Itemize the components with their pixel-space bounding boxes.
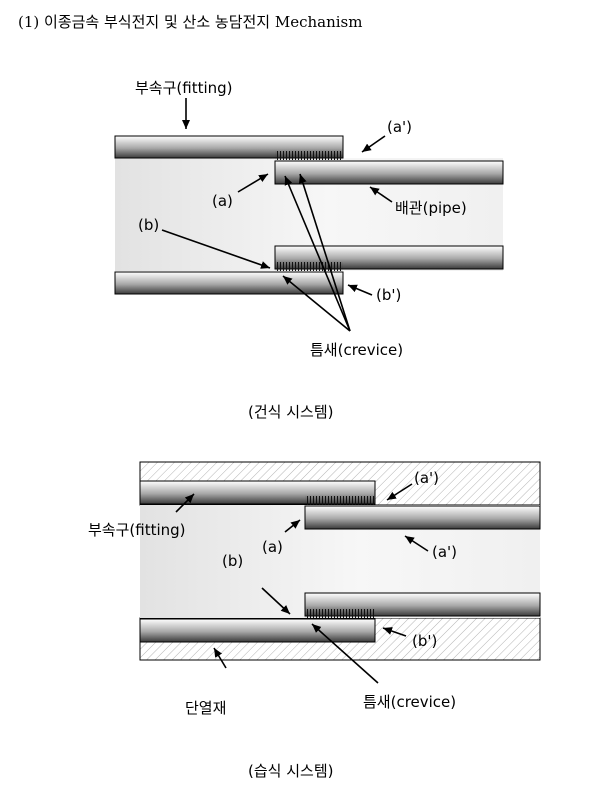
dry-crevice-arrow-2 [298,173,351,332]
wet-a-arrow [284,519,301,533]
dry-pipe-arrow [369,186,393,203]
wet-pipe-top [304,505,541,530]
wet-a-prime-top-arrow [386,483,413,501]
dry-a-arrow [237,173,269,193]
dry-fitting-label: 부속구(fitting) [135,79,233,97]
wet-insulation-arrow [213,647,227,669]
dry-crevice-arrow-1 [284,175,351,332]
dry-b-label: (b) [138,216,159,234]
dry-a-prime-label: (a') [387,118,412,136]
dry-system-diagram: 부속구(fitting) (a') (a) 배관(pipe) (b) (b') … [114,79,504,421]
dry-pipe-top [274,160,504,185]
wet-a-prime-right-arrow [404,535,429,552]
wet-crevice-threads-bottom [305,609,375,618]
wet-fitting-label: 부속구(fitting) [88,521,186,539]
wet-fitting-bottom [139,618,376,643]
wet-a-prime-top-label: (a') [414,469,439,487]
wet-system-diagram: (a') 부속구(fitting) (a) (a') (b) (b') 단열재 … [88,461,541,780]
dry-crevice-label: 틈새(crevice) [310,341,403,359]
wet-b-label: (b) [222,552,243,570]
dry-a-label: (a) [212,192,233,210]
dry-a-prime-arrow [361,135,386,153]
dry-crevice-threads-top [275,151,343,160]
dry-crevice-threads-bottom [275,262,343,271]
wet-fitting-arrow [175,493,195,513]
wet-b-arrow [261,587,291,615]
wet-b-prime-label: (b') [412,632,437,650]
wet-system-caption: (습식 시스템) [248,762,333,780]
dry-b-prime-label: (b') [376,286,401,304]
wet-crevice-label: 틈새(crevice) [363,693,456,711]
wet-b-prime-arrow [382,627,407,637]
dry-system-caption: (건식 시스템) [248,403,333,421]
figure-title: (1) 이종금속 부식전지 및 산소 농담전지 Mechanism [18,13,362,31]
wet-insulation-label: 단열재 [185,699,226,717]
dry-fitting-bottom [114,271,344,295]
wet-crevice-arrow [311,623,379,684]
dry-b-prime-arrow [347,284,373,296]
wet-crevice-threads-top [305,496,375,505]
wet-a-prime-right-label: (a') [432,543,457,561]
dry-crevice-arrow-3 [282,275,351,332]
dry-pipe-label: 배관(pipe) [395,199,467,217]
wet-a-label: (a) [262,538,283,556]
dry-b-arrow [161,229,271,269]
